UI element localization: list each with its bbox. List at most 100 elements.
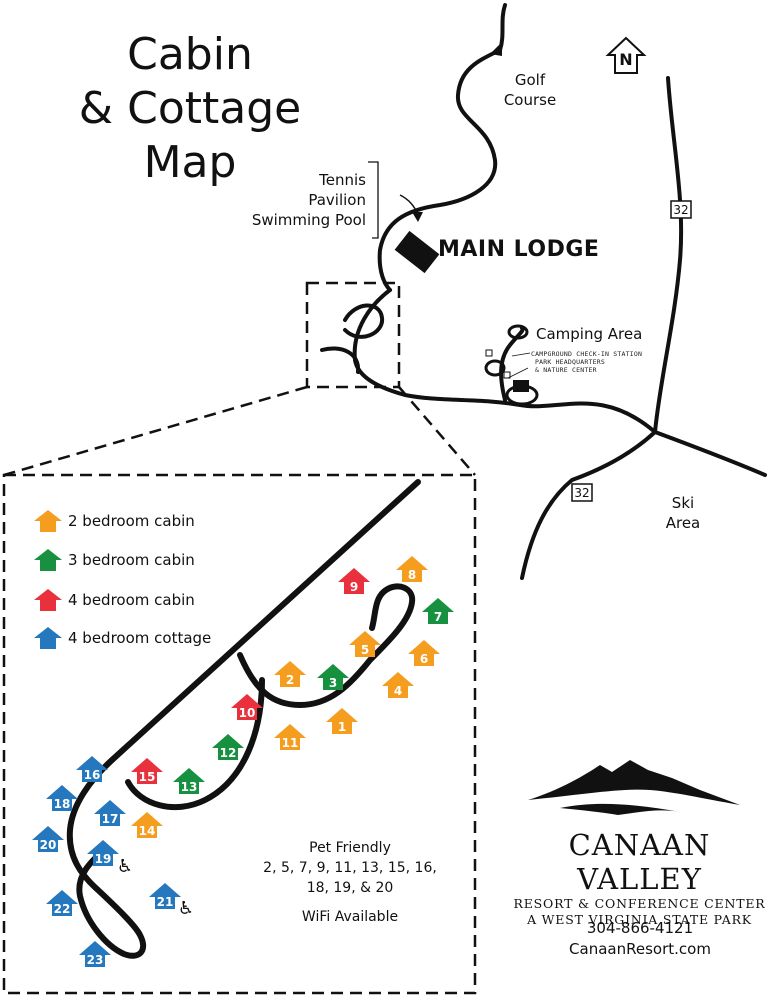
arrow-house-icon — [87, 840, 119, 866]
wheelchair-icon: ♿ — [117, 856, 133, 877]
arrow-house-icon — [326, 708, 358, 734]
cabin-21-marker[interactable]: 21 — [149, 883, 181, 909]
cabin-12-marker[interactable]: 12 — [212, 734, 244, 760]
arrow-house-icon — [317, 664, 349, 690]
brand-block: CANAAN VALLEY RESORT & CONFERENCE CENTER… — [512, 828, 767, 928]
cabin-14-marker[interactable]: 14 — [131, 812, 163, 838]
cabin-5-marker[interactable]: 5 — [349, 631, 381, 657]
cabin-number: 2 — [286, 673, 294, 687]
cabin-3-marker[interactable]: 3 — [317, 664, 349, 690]
pet-friendly-note: Pet Friendly 2, 5, 7, 9, 11, 13, 15, 16,… — [255, 838, 445, 927]
detail-main-road — [66, 479, 421, 959]
cabin-22-marker[interactable]: 22 — [46, 890, 78, 916]
ski-road — [653, 430, 767, 477]
cabin-number: 14 — [139, 824, 156, 838]
arrow-house-icon — [46, 890, 78, 916]
cabin-18-marker[interactable]: 18 — [46, 785, 78, 811]
arrow-house-icon — [34, 549, 62, 571]
route-32-south — [520, 430, 657, 580]
cabin-number: 11 — [282, 736, 299, 750]
route-32-north — [653, 76, 684, 434]
cabin-13-marker[interactable]: 13 — [173, 768, 205, 794]
cabin-number: 22 — [54, 902, 71, 916]
cabin-23-marker[interactable]: 23 — [79, 941, 111, 967]
arrow-house-icon — [396, 556, 428, 582]
cabin-11-marker[interactable]: 11 — [274, 724, 306, 750]
detail-loop — [125, 677, 265, 811]
route-shield-icon — [670, 200, 692, 219]
arrow-house-icon — [131, 758, 163, 784]
mountain-logo — [528, 760, 740, 815]
pet-friendly-list: 18, 19, & 20 — [306, 880, 394, 896]
campground-notes: CAMPGROUND CHECK-IN STATION PARK HEADQUA… — [531, 350, 643, 374]
cabin-number: 4 — [394, 684, 402, 698]
main-road — [352, 288, 657, 434]
cabin-10-marker[interactable]: 10 — [231, 694, 263, 720]
cabin-4-marker[interactable]: 4 — [382, 672, 414, 698]
arrow-house-icon — [422, 598, 454, 624]
camping-area-label: Camping Area — [536, 325, 643, 343]
cabin-1-marker[interactable]: 1 — [326, 708, 358, 734]
wheelchair-icon: ♿ — [178, 898, 194, 919]
arrow-house-icon — [212, 734, 244, 760]
cabin-8-marker[interactable]: 8 — [396, 556, 428, 582]
arrow-house-icon — [34, 510, 62, 532]
cabin-number: 23 — [87, 953, 104, 967]
cabin-number: 7 — [434, 610, 442, 624]
cabin-6-marker[interactable]: 6 — [408, 640, 440, 666]
cabin-9-marker[interactable]: 9 — [338, 568, 370, 594]
camping-loop — [507, 324, 529, 340]
detail-box — [2, 473, 477, 995]
cabin-2-marker[interactable]: 2 — [274, 661, 306, 687]
arrow-house-icon — [131, 812, 163, 838]
brand-line-1: RESORT & CONFERENCE CENTER — [513, 896, 766, 911]
cabin-number: 8 — [408, 568, 416, 582]
entrance-road — [320, 346, 361, 374]
lodge-loop — [343, 303, 385, 339]
cabin-number: 9 — [350, 580, 358, 594]
cabin-number: 10 — [239, 706, 256, 720]
legend-item: 4 bedroom cottage — [34, 627, 211, 649]
cabin-number: 5 — [361, 643, 369, 657]
wifi-note: WiFi Available — [301, 909, 399, 925]
campground-hut — [485, 349, 493, 357]
cabin-number: 19 — [95, 852, 112, 866]
arrow-house-icon — [76, 756, 108, 782]
camping-road — [499, 326, 525, 402]
north-arrow-icon — [605, 36, 647, 74]
map-title: Cabin & Cottage Map — [40, 28, 340, 190]
cabin-20-marker[interactable]: 20 — [32, 826, 64, 852]
website-link[interactable]: CanaanResort.com — [569, 940, 711, 958]
arrow-house-icon — [382, 672, 414, 698]
arrow-house-icon — [408, 640, 440, 666]
cabin-17-marker[interactable]: 17 — [94, 800, 126, 826]
cabin-16-marker[interactable]: 16 — [76, 756, 108, 782]
arrow-house-icon — [34, 589, 62, 611]
arrow-head — [412, 212, 423, 222]
title-line: Map — [143, 137, 237, 188]
zoom-source-box — [305, 281, 401, 389]
cabin-19-marker[interactable]: 19 — [87, 840, 119, 866]
golf-course-label: Golf Course — [503, 71, 557, 109]
campground-building — [513, 380, 529, 392]
main-lodge-building — [394, 230, 440, 274]
pet-friendly-title: Pet Friendly — [309, 840, 391, 856]
pet-friendly-list: 2, 5, 7, 9, 11, 13, 15, 16, — [263, 860, 437, 876]
cabin-number: 18 — [54, 797, 71, 811]
amenities-bracket — [368, 161, 379, 239]
legend-label: 4 bedroom cabin — [68, 591, 195, 609]
campground-hut — [503, 371, 511, 379]
arrow-house-icon — [34, 627, 62, 649]
arrow-house-icon — [274, 661, 306, 687]
cabin-7-marker[interactable]: 7 — [422, 598, 454, 624]
cabin-15-marker[interactable]: 15 — [131, 758, 163, 784]
route-shield-icon — [571, 483, 593, 502]
north-label: N — [619, 50, 633, 69]
arrow-house-icon — [46, 785, 78, 811]
arrow-house-icon — [338, 568, 370, 594]
route-shield-label: 32 — [673, 203, 689, 217]
title-line: Cabin — [127, 29, 253, 80]
arrow-house-icon — [173, 768, 205, 794]
cabin-number: 1 — [338, 720, 346, 734]
